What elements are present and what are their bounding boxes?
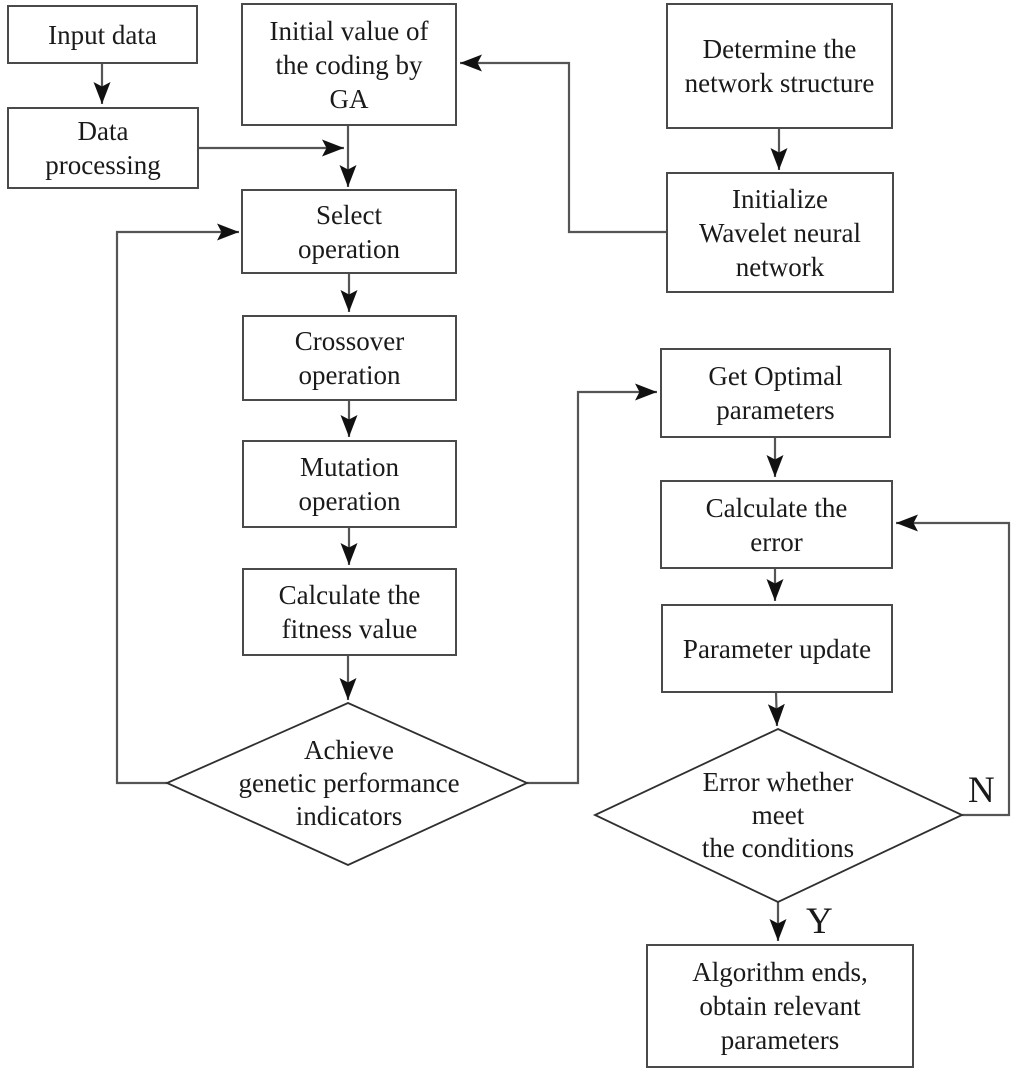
- decision-error-conditions-shape: [592, 728, 965, 903]
- node-initial-value-ga: Initial value of the coding by GA: [241, 3, 457, 126]
- node-select-operation: Select operation: [241, 189, 457, 274]
- node-data-processing: Data processing: [7, 107, 199, 189]
- node-get-optimal-params: Get Optimal parameters: [660, 348, 891, 438]
- node-mutation-operation: Mutation operation: [242, 440, 457, 528]
- edge-achieve-diamond-to-get-optimal: [527, 383, 657, 785]
- node-input-data: Input data: [7, 5, 198, 64]
- edge-parameter-update-to-error-diamond: [767, 691, 785, 727]
- edge-initialize-to-initial-value: [460, 54, 666, 234]
- node-calculate-fitness: Calculate the fitness value: [242, 568, 457, 656]
- node-calculate-error: Calculate the error: [660, 480, 893, 569]
- node-initialize-wavelet: Initialize Wavelet neural network: [666, 172, 894, 293]
- node-parameter-update: Parameter update: [661, 604, 893, 693]
- decision-achieve-indicators-shape: [164, 702, 530, 866]
- node-algorithm-ends: Algorithm ends, obtain relevant paramete…: [646, 944, 914, 1068]
- edge-achieve-diamond-loop-to-select: [115, 223, 239, 785]
- edge-error-diamond-n-loop-to-calculate-error: [896, 514, 1011, 817]
- node-crossover-operation: Crossover operation: [242, 315, 457, 401]
- node-determine-network: Determine the network structure: [666, 3, 893, 129]
